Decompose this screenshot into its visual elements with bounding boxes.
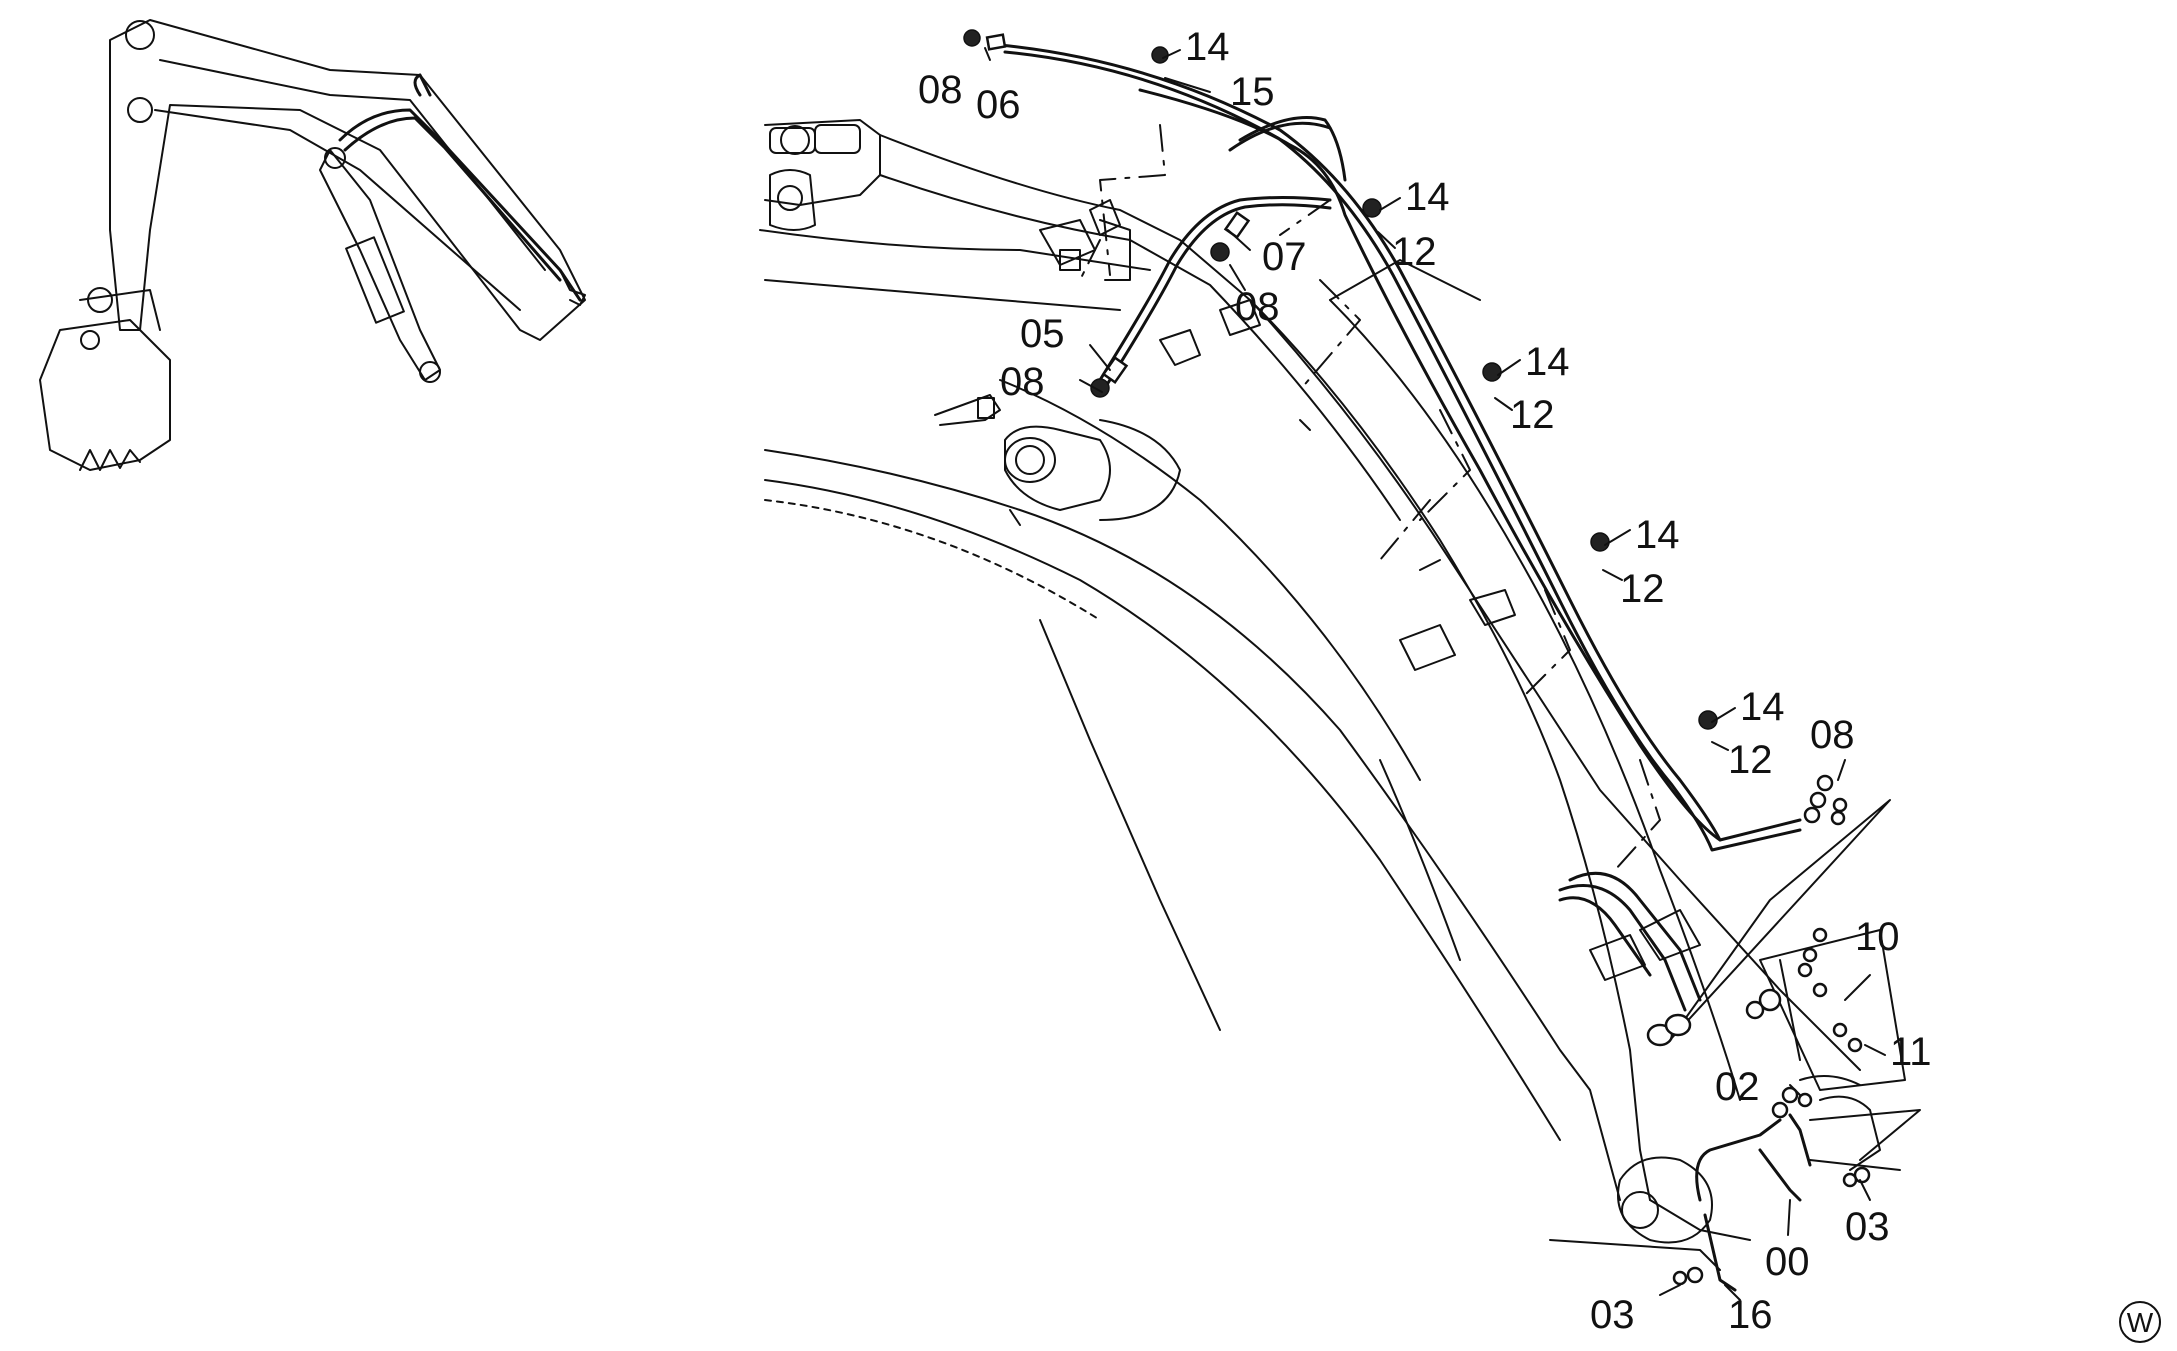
callout-12-d: 12 [1728,738,1773,782]
callout-14-d: 14 [1635,513,1680,557]
callout-08-top: 08 [918,68,963,112]
callout-16: 16 [1728,1293,1773,1337]
callout-12-b: 12 [1510,393,1555,437]
boom-clamps [1159,299,1701,981]
callout-03-right: 03 [1845,1205,1890,1249]
callout-14-e: 14 [1740,685,1785,729]
boom-body [759,119,1881,1244]
watermark-letter: W [2127,1307,2154,1338]
callout-08-right: 08 [1810,713,1855,757]
callout-12-c: 12 [1620,567,1665,611]
callout-14-a: 14 [1185,25,1230,69]
cylinder-ports [1039,199,1131,281]
callout-12-a: 12 [1392,230,1437,274]
callout-15: 15 [1230,70,1275,114]
watermark-badge: W [2119,1301,2161,1343]
mount-plates [1549,799,1921,1271]
boom-pivot-pin [934,394,1181,526]
callout-08-left: 08 [1000,360,1045,404]
dash-leaders [1079,124,1661,871]
callout-05: 05 [1020,312,1065,356]
callout-06: 06 [976,83,1021,127]
callout-07: 07 [1262,235,1307,279]
callout-14-c: 14 [1525,340,1570,384]
callout-11: 11 [1890,1030,1932,1074]
callout-labels: 08 06 14 15 14 12 07 08 05 08 14 12 14 1… [918,25,1932,1337]
callout-03-left: 03 [1590,1293,1635,1337]
hose-runs [998,43,1812,1292]
hose-fittings [963,29,1871,1286]
callout-02: 02 [1715,1065,1760,1109]
callout-08-mid: 08 [1235,285,1280,329]
callout-14-b: 14 [1405,175,1450,219]
callout-leaders [984,47,1886,1301]
overview-excavator-inset [39,19,586,471]
callout-00: 00 [1765,1240,1810,1284]
callout-10: 10 [1855,915,1900,959]
